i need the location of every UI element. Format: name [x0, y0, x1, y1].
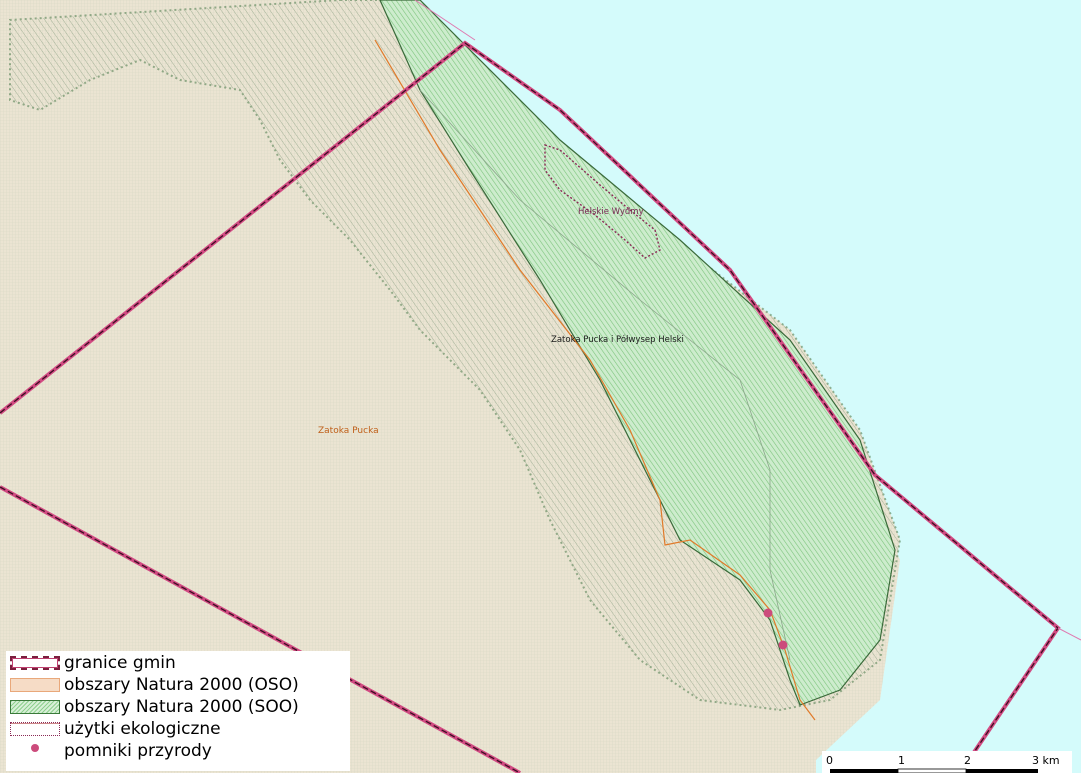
scale-segment — [830, 769, 898, 773]
map-legend: granice gmin obszary Natura 2000 (OSO) o… — [6, 651, 350, 771]
orange-fill-swatch — [10, 678, 60, 692]
helskie-wydmy-area — [544, 144, 661, 259]
scale-bar: 0 1 2 3 km — [822, 751, 1072, 773]
pomnik-przyrody-point[interactable] — [763, 608, 773, 618]
scale-tick-label: 0 — [826, 754, 833, 767]
boundary-sea-line — [414, 0, 1081, 641]
boundary-gmin-2 — [0, 485, 521, 773]
pomnik-przyrody-point[interactable] — [778, 640, 788, 650]
scale-tick-label: 3 km — [1032, 754, 1060, 767]
dotted-boundary-swatch — [10, 722, 60, 736]
label-zatoka-pucka-i-polwysep: Zatoka Pucka i Półwysep Helski — [551, 334, 684, 345]
legend-item-granice-gmin: granice gmin — [10, 653, 176, 673]
road-line — [374, 39, 816, 721]
legend-item-uzytki: użytki ekologiczne — [10, 719, 221, 739]
dashed-boundary-swatch — [10, 656, 60, 670]
peninsula-area — [379, 0, 896, 706]
legend-item-pomniki: pomniki przyrody — [10, 741, 212, 761]
pink-dot-icon — [10, 744, 60, 758]
legend-item-oso: obszary Natura 2000 (OSO) — [10, 675, 299, 695]
coast-line — [419, 89, 791, 661]
legend-label: obszary Natura 2000 (SOO) — [64, 697, 299, 717]
scale-tick-label: 1 — [898, 754, 905, 767]
label-zatoka-pucka: Zatoka Pucka — [318, 426, 379, 436]
legend-label: granice gmin — [64, 653, 176, 673]
label-helskie-wydmy: Helskie Wydmy — [578, 207, 644, 217]
legend-label: użytki ekologiczne — [64, 719, 221, 739]
legend-label: obszary Natura 2000 (OSO) — [64, 675, 299, 695]
green-hatch-swatch — [10, 700, 60, 714]
scale-tick-label: 2 — [964, 754, 971, 767]
scale-segment — [966, 769, 1038, 773]
legend-item-soo: obszary Natura 2000 (SOO) — [10, 697, 299, 717]
legend-label: pomniki przyrody — [64, 741, 212, 761]
scale-segment — [897, 768, 967, 773]
